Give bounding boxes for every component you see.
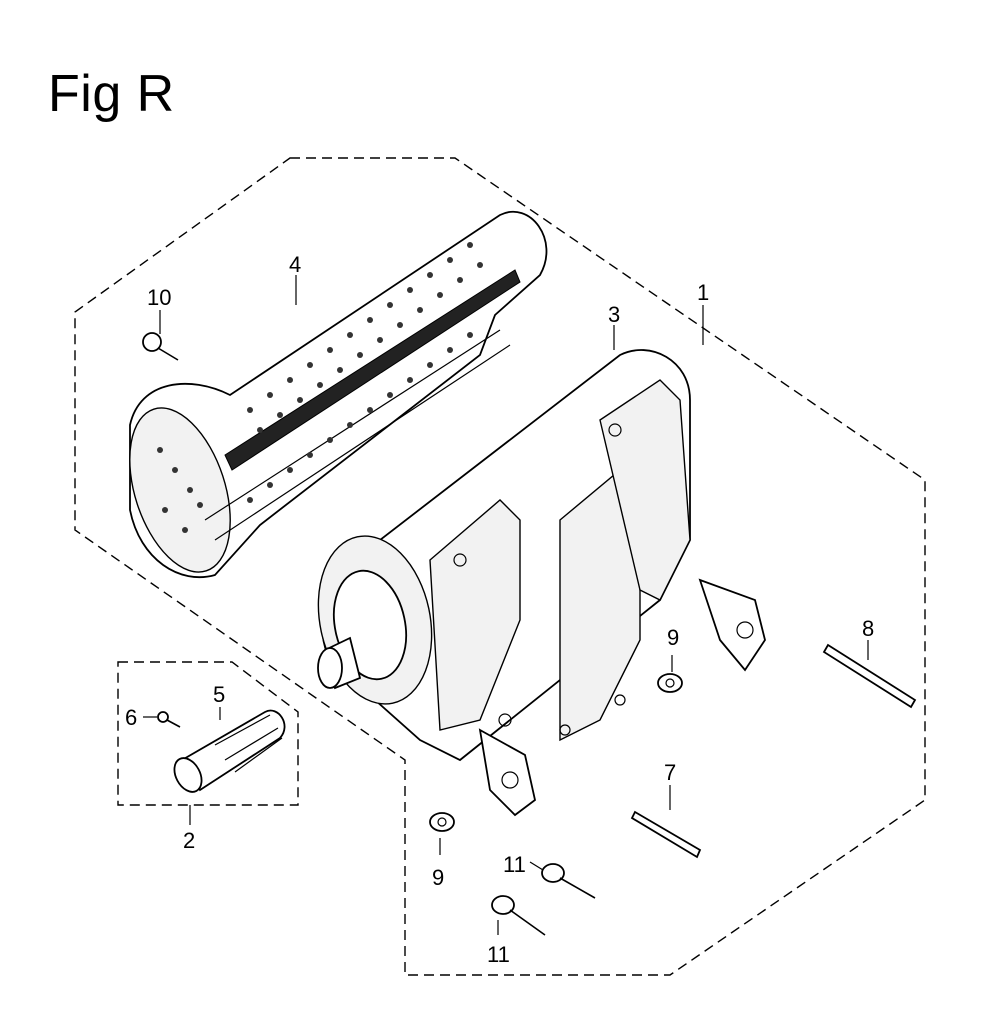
callout-7: 7 bbox=[664, 760, 676, 785]
callout-6: 6 bbox=[125, 705, 137, 730]
nut-9-right-part bbox=[657, 673, 683, 693]
muffler-body-part bbox=[317, 349, 766, 817]
bolt-11-lower-part bbox=[491, 895, 546, 936]
bolt-11-upper-part bbox=[541, 863, 596, 899]
callout-3: 3 bbox=[608, 302, 620, 327]
callout-11-lower: 11 bbox=[487, 942, 510, 967]
nut-9-left-part bbox=[429, 812, 455, 832]
assembly-2-boundary bbox=[117, 661, 299, 806]
stud-bolt-8-part bbox=[822, 643, 917, 709]
callout-9-right: 9 bbox=[667, 625, 679, 650]
assembly-1-boundary bbox=[74, 157, 926, 976]
figure-title: Fig R bbox=[48, 65, 175, 123]
callout-9-left: 9 bbox=[432, 865, 444, 890]
callout-10: 10 bbox=[147, 285, 171, 310]
callout-2: 2 bbox=[183, 828, 195, 853]
screw-6-part bbox=[157, 711, 181, 728]
callout-5: 5 bbox=[213, 682, 225, 707]
callout-11-upper: 11 bbox=[503, 852, 526, 877]
leader-lines bbox=[143, 275, 869, 935]
screw-10-part bbox=[142, 332, 179, 361]
spark-arrester-part bbox=[173, 709, 286, 793]
perforation-pattern bbox=[157, 242, 483, 533]
callout-4: 4 bbox=[289, 252, 301, 277]
protector-screen-part bbox=[129, 210, 548, 579]
stud-bolt-7-part bbox=[630, 810, 702, 859]
callout-8: 8 bbox=[862, 616, 874, 641]
callout-1: 1 bbox=[697, 280, 709, 305]
